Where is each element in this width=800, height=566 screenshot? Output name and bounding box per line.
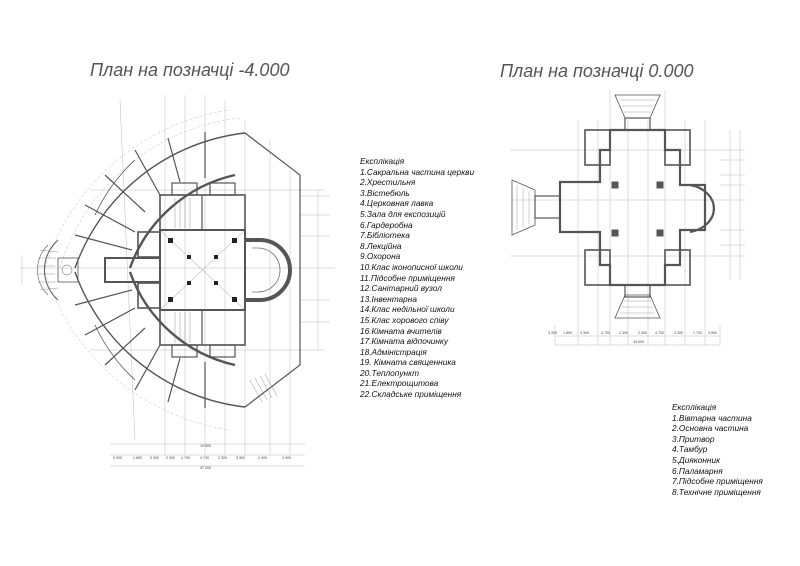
legend-item: 20.Теплопункт xyxy=(360,367,420,378)
legend-item: 1.Вівтарна частина xyxy=(672,412,752,423)
plan-title-0000: План на позначці 0.000 xyxy=(500,61,694,81)
legend-item: 4.Церковная лавка xyxy=(360,198,434,209)
dim-left-3: 3 300 xyxy=(150,456,159,460)
legend-item: 7.Підсобне приміщення xyxy=(672,476,763,487)
legend-0000: Експлікація 1.Вівтарна частина 2.Основна… xyxy=(672,402,763,497)
dim-left-6: 4 700 xyxy=(200,456,209,460)
legend-item: 12.Санітарний вузол xyxy=(360,283,442,294)
dim-right-7: 4 700 xyxy=(655,331,664,335)
dim-right-3: 3 300 xyxy=(580,331,589,335)
dim-right-10: 4 900 xyxy=(708,331,717,335)
plan-left-dimensions: 3 900 1 800 3 300 2 300 4 700 4 700 2 30… xyxy=(113,444,291,470)
legend-item: 8.Лекційна xyxy=(360,240,402,251)
legend-item: 21.Електрощитова xyxy=(360,378,439,389)
legend-item: 5.Зала для експозицій xyxy=(360,208,446,219)
legend-item: 2.Основна частина xyxy=(672,423,749,434)
dim-left-7: 2 300 xyxy=(218,456,227,460)
legend-minus-4000: Експлікація 1.Сакральна частина церкви 2… xyxy=(360,156,474,400)
dim-left-total-1: 19 800 xyxy=(200,444,211,448)
dim-left-2: 1 800 xyxy=(133,456,142,460)
legend-item: 22.Складське приміщення xyxy=(360,389,462,400)
legend-item: 17.Кімната відпочинку xyxy=(360,336,448,347)
plan-left-walls xyxy=(74,132,301,408)
dim-left-1: 3 900 xyxy=(113,456,122,460)
legend-item: 18.Адміністрація xyxy=(360,346,427,357)
plan-right-portico-stairs xyxy=(516,99,655,314)
plan-right-walls xyxy=(511,94,716,319)
plan-left-sanctuary xyxy=(104,182,292,403)
plan-right-guides xyxy=(510,90,745,346)
legend-heading: Експлікація xyxy=(360,156,405,166)
legend-item: 19. Кімната священника xyxy=(360,357,456,368)
plan-right-dimensions: 3 300 1 800 3 300 4 700 2 300 2 300 4 70… xyxy=(548,331,717,344)
legend-item: 9.Охорона xyxy=(360,251,401,262)
plan-left-drawing: 3 900 1 800 3 300 2 300 4 700 4 700 2 30… xyxy=(20,95,335,470)
legend-item: 5.Дияконник xyxy=(672,454,721,465)
dim-left-total-2: 37 200 xyxy=(200,466,211,470)
dim-left-4: 2 300 xyxy=(166,456,175,460)
plan-left-entrance xyxy=(37,239,79,301)
legend-item: 15.Клас хорового співу xyxy=(360,314,449,325)
plan-right-drawing: 3 300 1 800 3 300 4 700 2 300 2 300 4 70… xyxy=(510,90,745,346)
legend-heading: Експлікація xyxy=(672,402,717,412)
legend-item: 13.Інвентарна xyxy=(360,293,417,304)
legend-item: 3.Притвор xyxy=(672,433,715,444)
dim-left-8: 3 300 xyxy=(236,456,245,460)
legend-item: 7.Бібліотека xyxy=(360,230,410,241)
legend-item: 6.Паламарня xyxy=(672,465,723,476)
legend-item: 8.Технічне приміщення xyxy=(672,486,761,497)
legend-item: 3.Вістебюль xyxy=(360,187,410,198)
dim-right-total: 34 000 xyxy=(633,340,644,344)
dim-right-4: 4 700 xyxy=(601,331,610,335)
dim-left-9: 2 400 xyxy=(258,456,267,460)
legend-item: 1.Сакральна частина церкви xyxy=(360,166,475,177)
dim-right-2: 1 800 xyxy=(563,331,572,335)
dim-right-9: 1 700 xyxy=(693,331,702,335)
legend-item: 10.Клас іконописної школи xyxy=(360,261,463,272)
dim-left-10: 3 900 xyxy=(282,456,291,460)
legend-item: 4.Тамбур xyxy=(672,444,708,455)
dim-right-1: 3 300 xyxy=(548,331,557,335)
legend-item: 11.Підсобне приміщення xyxy=(360,272,455,283)
legend-item: 14.Клас недільної школи xyxy=(360,304,455,315)
plan-title-minus-4000: План на позначці -4.000 xyxy=(90,60,290,80)
dim-left-5: 4 700 xyxy=(181,456,190,460)
legend-item: 2.Хрестильня xyxy=(360,177,416,188)
legend-item: 16.Кімната вчителів xyxy=(360,325,442,336)
legend-item: 6.Гардеробна xyxy=(360,219,413,230)
dim-right-8: 3 300 xyxy=(674,331,683,335)
dim-right-5: 2 300 xyxy=(619,331,628,335)
dim-right-6: 2 300 xyxy=(638,331,647,335)
plan-left-guides xyxy=(20,95,335,467)
